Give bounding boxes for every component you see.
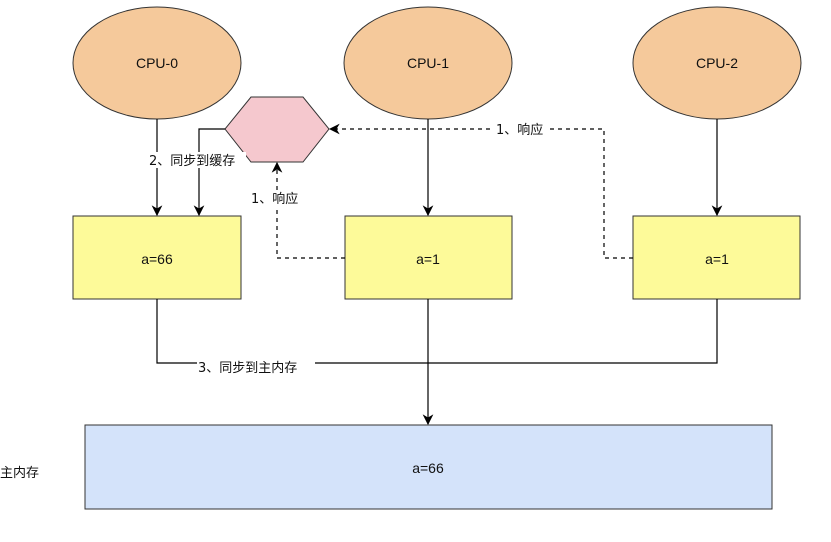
cpu-node-1[interactable]: CPU-1 (343, 6, 513, 120)
edge-label-bg (494, 122, 548, 138)
cache-value: a=1 (416, 251, 440, 267)
edge-label-bg (250, 190, 306, 206)
cpu-label: CPU-0 (136, 55, 178, 71)
edge-label-bg (197, 359, 315, 374)
main-memory-value: a=66 (412, 460, 444, 476)
cache-box-0[interactable]: a=66 (72, 215, 242, 300)
edge-hex-cache0 (193, 128, 225, 217)
cache-value: a=1 (705, 251, 729, 267)
cpu-label: CPU-2 (696, 55, 738, 71)
edge-label-sync-main: 3、同步到主内存 (198, 360, 297, 376)
edge-cache0-cache2-bus (156, 299, 718, 364)
cpu-node-0[interactable]: CPU-0 (72, 6, 242, 120)
cache-box-1[interactable]: a=1 (344, 215, 513, 300)
edge-label-respond-left: 1、响应 (251, 191, 298, 207)
main-memory-label: 主内存 (0, 465, 39, 481)
edge-label-bg (146, 152, 246, 168)
cache-value: a=66 (141, 251, 173, 267)
main-memory-box[interactable]: a=66 (84, 424, 773, 510)
cache-box-2[interactable]: a=1 (632, 215, 801, 300)
edge-cache1-hex (271, 161, 345, 259)
edge-label-sync-cache: 2、同步到缓存 (149, 154, 235, 169)
cpu-label: CPU-1 (407, 55, 449, 71)
edge-label-respond-right: 1、响应 (496, 122, 543, 138)
cpu-node-2[interactable]: CPU-2 (632, 6, 802, 120)
